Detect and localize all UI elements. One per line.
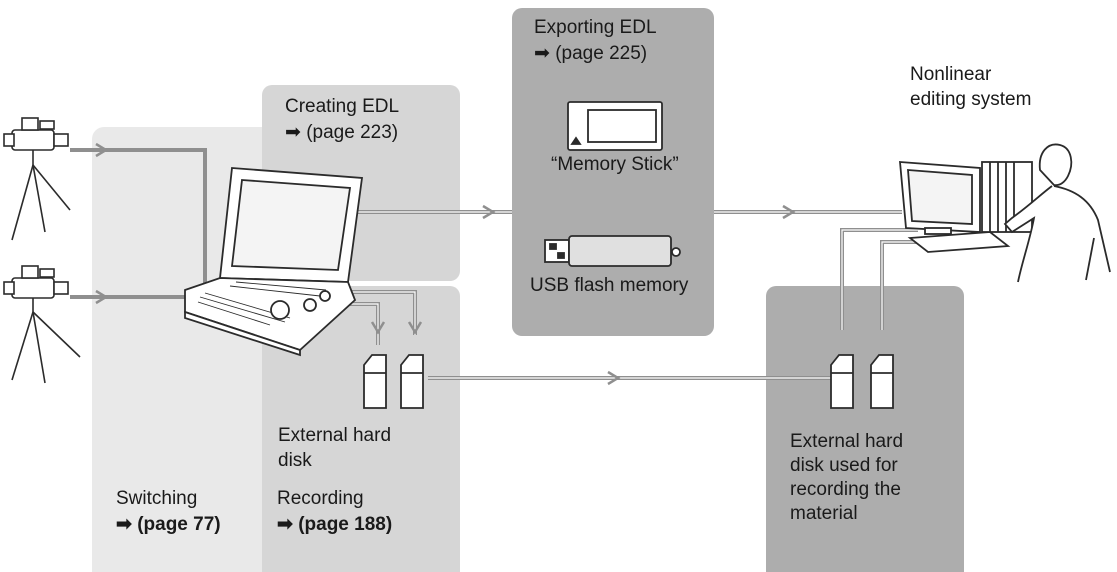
operator-person-icon [1003,143,1111,283]
external-hard-disk-label: External hard disk [278,425,392,471]
computer-workstation-icon [899,161,1033,253]
recording-title: Recording [277,488,364,509]
creating-edl-page-ref: ➡ (page 223) [285,122,399,143]
exporting-edl-page-ref: ➡ (page 225) [534,43,648,64]
external-storage-panel [766,286,964,572]
usb-flash-drive-icon [544,235,681,267]
usb-flash-memory-label: USB flash memory [530,275,689,296]
exporting-edl-panel [512,8,714,336]
switching-page-ref: ➡ (page 77) [116,514,221,535]
creating-edl-title: Creating EDL [285,96,400,117]
exporting-edl-title: Exporting EDL [534,17,657,38]
memory-stick-label: “Memory Stick” [551,154,679,175]
switcher-device-icon [184,167,364,357]
external-hard-disk-icon [363,354,424,409]
camera-icon [3,265,81,384]
nonlinear-editing-label: Nonlinear editing system [910,64,1032,110]
recording-page-ref: ➡ (page 188) [277,514,393,535]
camera-icon [3,117,71,241]
switching-title: Switching [116,488,198,509]
flow-arrow-icon [95,142,796,386]
memory-stick-icon [567,101,663,151]
external-hard-disk-icon [830,354,894,409]
connector-lines [70,148,955,380]
external-hard-disk-used-label: External hard disk used for recording th… [790,431,904,524]
